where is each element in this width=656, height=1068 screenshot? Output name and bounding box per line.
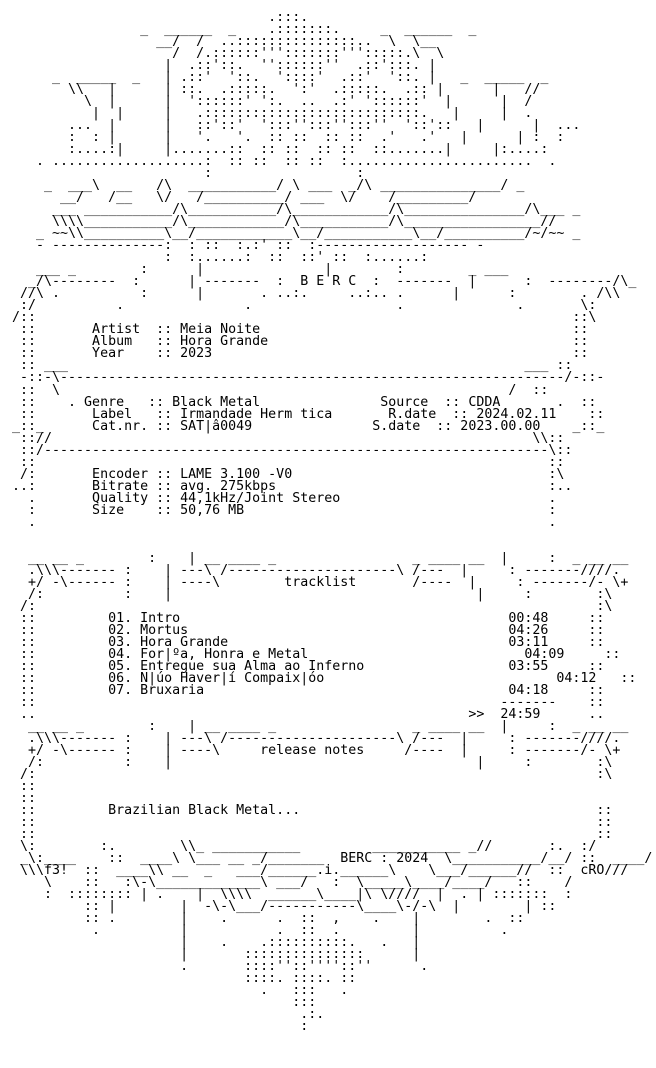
nfo-line: ::: [4, 995, 317, 1011]
nfo-line: /: :\ [4, 767, 613, 782]
nfo-line: _::_ Cat.nr. :: SAT|â0049 S.date :: 2023… [4, 418, 605, 434]
nfo-line: : :......: :: ::' :: :......: [4, 250, 429, 266]
nfo-line: .:::. [4, 10, 309, 26]
nfo-line: \\\f3! :: ____\\ __ _ ___/______.i._____… [4, 863, 629, 879]
nfo-line: / /.::::::''':::::::''':::::.\ \ [4, 46, 445, 62]
nfo-line: | | | .:::::::::::::::::::::::::::. | | … [4, 106, 533, 122]
nfo-line: :: Album :: Hora Grande :: [4, 334, 589, 350]
nfo-line: __/ / ..:::::::::::::::.. \ \__ [4, 34, 437, 50]
nfo-line: .\\\------- : | ---\ /------------------… [4, 730, 621, 746]
nfo-line: :: Label :: Irmandade Herm tica R.date :… [4, 406, 605, 422]
nfo-line: :: 03. Hora Grande 03:11 :: [4, 634, 605, 650]
nfo-line: _\:____ :: ____\ \___ __ _/_______ BERC … [4, 851, 654, 867]
nfo-line: . | . :: . | . [4, 923, 509, 939]
nfo-line: /: :\ [4, 598, 613, 614]
nfo-line: . . [4, 514, 557, 530]
nfo-line: /: Encoder :: LAME 3.100 -V0 :\ [4, 466, 565, 482]
nfo-ascii-art-text: .:::. _ ______ _ .:::::::. _ ______ _ __… [4, 0, 654, 1068]
nfo-line: :: ___ ___ :: [4, 358, 573, 374]
nfo-line: :: :: [4, 454, 565, 470]
nfo-line: : : [4, 166, 365, 182]
nfo-line: . ::::''::''''::'' . [4, 959, 429, 975]
nfo-line: :: 06. N|úo Haver|í Compaix|óo 04:12 :: [4, 670, 637, 686]
nfo-line: :: [4, 791, 37, 807]
nfo-line: :: . Genre :: Black Metal Source :: CDDA… [4, 394, 597, 410]
nfo-line: :: \ / :: [4, 382, 549, 398]
nfo-line: | ::::::::::::::: | [4, 947, 421, 963]
nfo-line: .:. [4, 1007, 325, 1023]
nfo-line: __/ /__ \/ /__________/ ___ \/ /________… [4, 190, 477, 206]
nfo-line: _ ______ _ .:::::::. _ ______ _ [4, 22, 477, 38]
nfo-line: :: 04. For|ºa, Honra e Metal 04:09 :: [4, 646, 621, 662]
nfo-line: _ ___\ __ /\ ___________/ \ ___ _/\ ____… [4, 178, 525, 194]
nfo-line: :: 07. Bruxaria 04:18 :: [4, 682, 605, 698]
nfo-line: :/ . . . . \: [4, 298, 597, 314]
nfo-line: . ::: . [4, 983, 349, 999]
nfo-line: . ...................: :: :: :: :: :....… [4, 154, 557, 170]
nfo-line: +/ -\------ : | ----\ release notes /---… [4, 742, 621, 758]
nfo-line: :: :: [4, 815, 613, 831]
nfo-line: . Quality :: 44,1kHz/Joint Stereo . [4, 490, 557, 506]
nfo-line: _/\-------- : | ------- : B E R C : ----… [4, 274, 637, 290]
nfo-line: :: Year :: 2023 :: [4, 346, 589, 362]
nfo-line: | . .::::::::::. . | [4, 935, 421, 951]
nfo-line: -::-\-----------------------------------… [4, 370, 605, 386]
nfo-line: _ _____ _ | .::' '::. '::::' .::' '::. |… [4, 70, 549, 86]
nfo-line: \ :: :\-\_____________\ ___/ : \_____\__… [4, 875, 573, 891]
nfo-line: .\\\------- : | ---\ /------------------… [4, 562, 621, 578]
nfo-line: +/ -\------ : | ----\ tracklist /---- | … [4, 574, 629, 590]
nfo-line: \\\\___________/\____________/\_________… [4, 214, 557, 230]
nfo-line: :: | | -\-\___/-----------\____\-/-\ | |… [4, 899, 557, 915]
nfo-line: \: :. \\_ ___________ ___________ _// :.… [4, 839, 597, 855]
nfo-line: __ __ _ : | __ ____ _ _ ____ __ | : _ __… [4, 718, 629, 734]
nfo-line: _ ~~\\__________\__/____________\__/____… [4, 226, 581, 242]
nfo-line: :: . | . . :: , . | . :: [4, 911, 525, 927]
nfo-line: /: : | | : :\ [4, 586, 613, 602]
nfo-line: :: 02. Mortus 04:26 :: [4, 622, 605, 638]
nfo-line: ___ ___________/\___________/\__________… [4, 202, 581, 218]
nfo-line: /:: ::\ [4, 310, 597, 326]
nfo-line: ..: Bitrate :: avg. 275kbps :.. [4, 478, 573, 494]
nfo-line: .. >> 24:59 .. [4, 706, 605, 722]
nfo-line: ::// \\:: [4, 430, 565, 446]
nfo-line: ___ _ : | | : _ ___ [4, 262, 509, 278]
nfo-line: /: : | | : :\ [4, 754, 613, 770]
nfo-line: ... | | ::'::' ':::'':::'':::'' '::':: |… [4, 118, 581, 134]
nfo-line: \\ | | ::. .:::::. ':' .:::::. .:: | | /… [4, 82, 541, 98]
nfo-line: __ __ _ : | __ ____ _ _ ____ __ | : _ __… [4, 550, 629, 566]
nfo-line: :: Brazilian Black Metal... :: [4, 803, 613, 819]
nfo-line: //\ . : | . ..:. ..:.. . | : . /\\ [4, 286, 621, 302]
nfo-line: :: 05. Entregue sua Alma ao Inferno 03:5… [4, 658, 605, 674]
nfo-line: : :::::::: | . | \\\\ ______\____|\ \///… [4, 887, 573, 903]
nfo-line: : [4, 1019, 309, 1035]
nfo-line: | .::'::. ''::::::'' .::':::. | [4, 58, 437, 74]
nfo-line: \ | | '::::::' ':. .. .:' '::::::' | | / [4, 94, 533, 110]
nfo-line: : Size :: 50,76 MB : [4, 502, 557, 518]
nfo-line: ::::. ::::. :: [4, 971, 357, 987]
nfo-line: :....:| |.......:: :: :: :: :: ::.......… [4, 142, 549, 158]
nfo-line: :: [4, 779, 37, 795]
nfo-line: ::/-------------------------------------… [4, 442, 573, 458]
nfo-line: - --------------: : :: :.:' :: :--------… [4, 238, 485, 254]
nfo-line: : : | | '. '. :: :: :: :: .' .' | | : : [4, 130, 565, 146]
nfo-line: :: ------- :: [4, 694, 605, 710]
nfo-line: :: Artist :: Meia Noite :: [4, 322, 589, 338]
nfo-line: :: :: [4, 827, 613, 843]
nfo-line: :: 01. Intro 00:48 :: [4, 610, 605, 626]
